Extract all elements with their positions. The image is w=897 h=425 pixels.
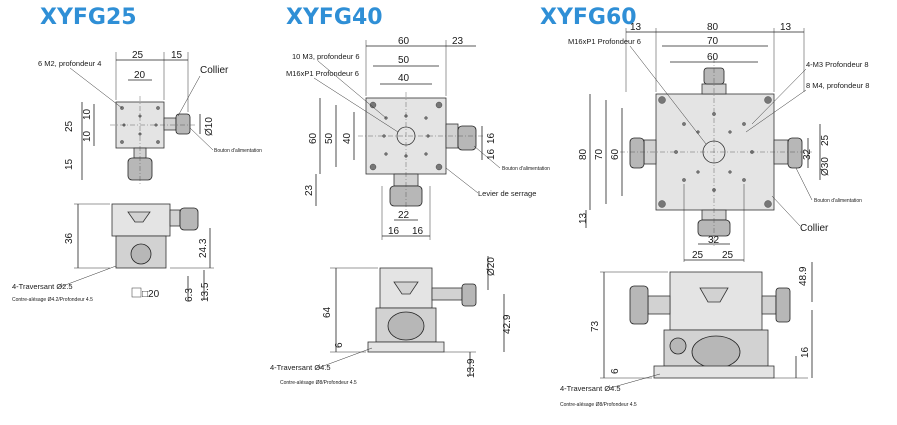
xyfg40-dim-d20: Ø20: [486, 257, 497, 276]
xyfg60-top-view: 13 80 13 70 60 80 70 60 13 25 32 Ø30: [568, 22, 869, 262]
xyfg40-dim-16c: 16: [388, 226, 400, 237]
xyfg60-right-side-knob: [775, 287, 791, 323]
xyfg40-note-thread: M16xP1 Profondeur 6: [286, 69, 359, 78]
xyfg60-left-side-knob: [629, 285, 649, 325]
xyfg60-note-collier: Collier: [800, 223, 829, 234]
xyfg60-note-m3: 4-M3 Profondeur 8: [806, 60, 869, 69]
xyfg60-note-feed-knob: Bouton d'alimentation: [814, 198, 862, 204]
xyfg25-dim-15: 15: [171, 50, 183, 61]
xyfg25-dim-20: 20: [134, 70, 146, 81]
xyfg40-dim-v40: 40: [342, 132, 353, 144]
xyfg40-dim-6: 6: [334, 342, 345, 348]
xyfg60-dim-13a: 13: [630, 22, 642, 33]
xyfg40-feed-knob-side: [457, 125, 477, 151]
xyfg60-right-knob: [787, 137, 803, 169]
xyfg25-side-view: 36 24.3 6.3 13.5 □20 4-Traversant Ø2.5 C…: [12, 203, 214, 303]
xyfg25-dim-10b: 10: [82, 130, 93, 142]
xyfg60-dim-b25a: 25: [692, 250, 704, 261]
xyfg60-note-thread: M16xP1 Profondeur 6: [568, 37, 641, 46]
title-xyfg40: XYFG40: [286, 5, 383, 30]
xyfg25-dim-10a: 10: [82, 108, 93, 120]
xyfg60-note-m4: 8 M4, profondeur 8: [806, 81, 869, 90]
title-xyfg60: XYFG60: [540, 5, 637, 30]
xyfg25-dim-d10: Ø10: [204, 117, 215, 136]
xyfg60-dim-b25b: 25: [722, 250, 734, 261]
xyfg40-note-counterbore: Contre-alésage Ø8/Profondeur 4.5: [280, 380, 357, 386]
figure-xyfg25: XYFG25 25 15 20 25 10: [12, 5, 262, 303]
xyfg25-dim-15v: 15: [64, 158, 75, 170]
xyfg60-dim-70: 70: [707, 36, 719, 47]
xyfg40-dim-60: 60: [398, 36, 410, 47]
xyfg60-dim-6: 6: [610, 368, 621, 374]
xyfg60-dim-r25b: Ø30: [820, 157, 831, 176]
xyfg40-note-through-hole: 4-Traversant Ø4.5: [270, 363, 331, 372]
xyfg60-dim-r25a: 25: [820, 134, 831, 146]
xyfg60-dim-v13: 13: [578, 212, 589, 224]
xyfg25-dim-h25: 25: [64, 120, 75, 132]
figure-xyfg60: XYFG60 13: [540, 5, 869, 408]
figure-xyfg40: XYFG40 60 23 50 40: [270, 5, 550, 386]
xyfg60-dim-48-9: 16: [800, 346, 811, 358]
xyfg25-note-counterbore: Contre-alésage Ø4.2/Profondeur 4.5: [12, 297, 93, 303]
xyfg40-base-plate: [367, 341, 445, 353]
xyfg60-dim-v70: 70: [594, 148, 605, 160]
xyfg60-base-plate: [653, 365, 775, 379]
xyfg25-dim-24-3: 24.3: [198, 238, 209, 258]
xyfg25-feed-knob-side: [175, 113, 191, 135]
xyfg40-front-knob: [387, 311, 425, 341]
xyfg60-dim-v60: 60: [610, 148, 621, 160]
xyfg25-dim-6-3: 6.3: [184, 288, 195, 302]
xyfg25-top-view: 25 15 20 25 10 10 15 Ø10 6 M2, profondeu…: [38, 50, 262, 186]
xyfg40-side-knob: [461, 283, 477, 307]
xyfg40-dim-50: 50: [398, 55, 410, 66]
xyfg60-front-knob: [691, 335, 741, 369]
xyfg60-dim-b32: 32: [708, 235, 720, 246]
xyfg40-top-view: 60 23 50 40 60 50 40 23 16 16 22: [286, 36, 550, 240]
xyfg40-dim-40: 40: [398, 73, 410, 84]
xyfg60-dim-v80: 80: [578, 148, 589, 160]
xyfg25-dim-25: 25: [132, 50, 144, 61]
xyfg60-note-counterbore: Contre-alésage Ø8/Profondeur 4.5: [560, 402, 637, 408]
xyfg40-dim-22: 22: [398, 210, 410, 221]
xyfg60-side-view: 73 6 48.9 16 4-Traversant Ø4.5 Contre-al…: [560, 262, 813, 408]
xyfg25-note-through-hole: 4-Traversant Ø2.5: [12, 282, 73, 291]
xyfg40-note-feed-knob: Bouton d'alimentation: [502, 166, 550, 172]
xyfg40-dim-v23: 23: [304, 184, 315, 196]
xyfg40-dim-16a: 16: [486, 132, 497, 144]
xyfg40-side-view: 64 6 Ø20 42.9 13.9 4-Traversant Ø4.5 Con…: [270, 256, 513, 386]
xyfg60-dim-73: 73: [590, 320, 601, 332]
xyfg25-dim-36: 36: [64, 232, 75, 244]
xyfg40-dim-42-9: 42.9: [502, 314, 513, 334]
xyfg25-front-knob: [130, 243, 152, 265]
xyfg60-dim-60: 60: [707, 52, 719, 63]
xyfg40-note-tapped-holes: 10 M3, profondeur 6: [292, 52, 360, 61]
xyfg40-dim-v60: 60: [308, 132, 319, 144]
xyfg25-note-collier: Collier: [200, 65, 229, 76]
xyfg60-left-knob: [629, 137, 645, 169]
xyfg60-dim-d30: 48.9: [798, 266, 809, 286]
xyfg40-dim-64: 64: [322, 306, 333, 318]
xyfg40-dim-13-9: 13.9: [466, 358, 477, 378]
xyfg25-note-tapped-holes: 6 M2, profondeur 4: [38, 59, 101, 68]
xyfg40-dim-23: 23: [452, 36, 464, 47]
xyfg60-note-through-hole: 4-Traversant Ø4.5: [560, 384, 621, 393]
xyfg25-note-feed-knob: Bouton d'alimentation: [214, 148, 262, 154]
xyfg40-note-clamp-lever: Levier de serrage: [478, 189, 536, 198]
title-xyfg25: XYFG25: [40, 5, 137, 30]
xyfg40-dim-16d: 16: [412, 226, 424, 237]
xyfg40-dim-v50: 50: [324, 132, 335, 144]
xyfg25-side-knob: [179, 207, 199, 231]
xyfg25-dim-13-5: 13.5: [200, 282, 211, 302]
xyfg60-dim-13b: 13: [780, 22, 792, 33]
xyfg60-dim-80: 80: [707, 22, 719, 33]
xyfg60-dim-r32: 32: [802, 148, 813, 160]
xyfg40-dim-16b: 16: [486, 148, 497, 160]
xyfg25-dim-square20: □20: [142, 289, 160, 300]
